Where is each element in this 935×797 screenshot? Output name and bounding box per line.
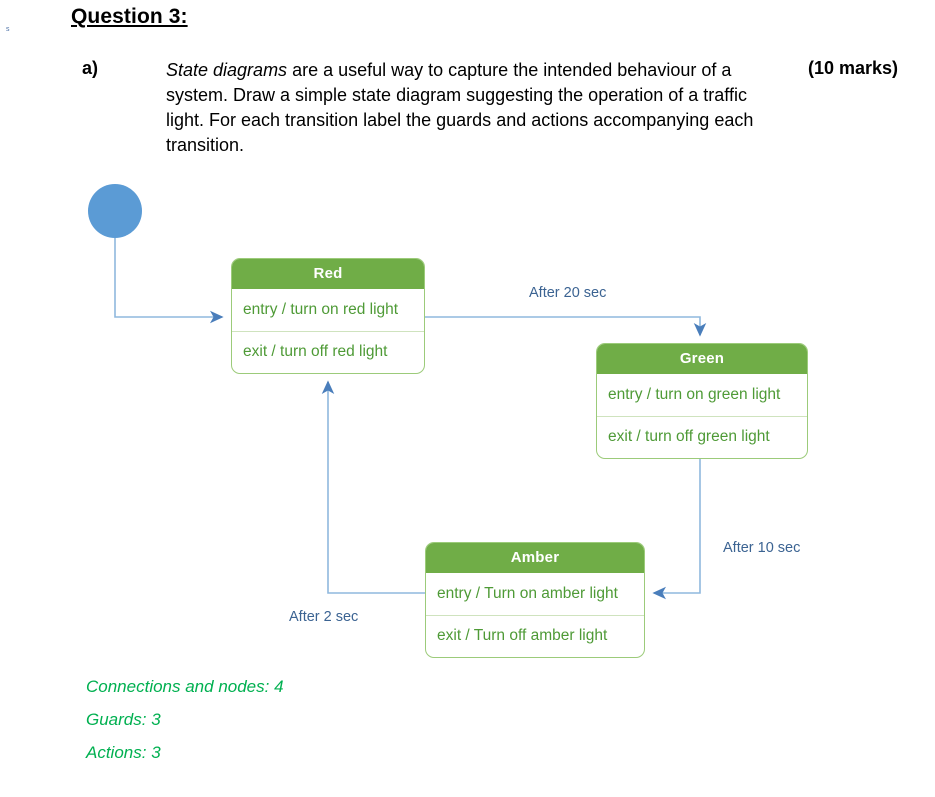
page-title: Question 3: xyxy=(71,5,188,28)
state-node-red[interactable]: Red entry / turn on red light exit / tur… xyxy=(231,258,425,374)
state-separator xyxy=(232,331,424,332)
state-exit-action-green: exit / turn off green light xyxy=(608,428,770,445)
state-body-green: entry / turn on green light exit / turn … xyxy=(597,374,807,458)
state-diagram: Red entry / turn on red light exit / tur… xyxy=(0,160,935,680)
note-connections-and-nodes: Connections and nodes: 4 xyxy=(86,677,284,696)
marking-notes: Connections and nodes: 4 Guards: 3 Actio… xyxy=(86,670,284,769)
question-italic-lead: State diagrams xyxy=(166,60,288,80)
diagram-connectors xyxy=(88,184,707,600)
state-title-green: Green xyxy=(597,344,807,374)
question-body-rest: are a useful way to capture the intended… xyxy=(166,60,754,155)
question-part-label: a) xyxy=(82,58,99,78)
transition-red-to-green xyxy=(425,316,707,337)
state-entry-action-green: entry / turn on green light xyxy=(608,386,781,403)
state-separator xyxy=(597,416,807,417)
transition-green-to-amber xyxy=(652,457,701,600)
state-title-amber: Amber xyxy=(426,543,644,573)
transition-amber-to-red xyxy=(321,380,425,594)
question-marks: (10 marks) xyxy=(808,58,899,78)
initial-state-node xyxy=(88,184,142,238)
state-body-amber: entry / Turn on amber light exit / Turn … xyxy=(426,573,644,657)
state-node-amber[interactable]: Amber entry / Turn on amber light exit /… xyxy=(425,542,645,658)
transition-label-amber-to-red: After 2 sec xyxy=(289,609,359,625)
transition-label-red-to-green: After 20 sec xyxy=(529,285,607,301)
note-actions: Actions: 3 xyxy=(86,743,161,762)
state-entry-action-amber: entry / Turn on amber light xyxy=(437,585,618,602)
state-exit-action-red: exit / turn off red light xyxy=(243,343,388,360)
transition-initial-to-red xyxy=(114,238,224,324)
state-title-red: Red xyxy=(232,259,424,289)
transition-label-green-to-amber: After 10 sec xyxy=(723,540,801,556)
state-body-red: entry / turn on red light exit / turn of… xyxy=(232,289,424,373)
state-node-green[interactable]: Green entry / turn on green light exit /… xyxy=(596,343,808,459)
state-separator xyxy=(426,615,644,616)
state-exit-action-amber: exit / Turn off amber light xyxy=(437,627,608,644)
note-guards: Guards: 3 xyxy=(86,710,161,729)
question-body: State diagrams are a useful way to captu… xyxy=(166,58,766,158)
corner-mark: s xyxy=(6,26,10,33)
state-entry-action-red: entry / turn on red light xyxy=(243,301,399,318)
